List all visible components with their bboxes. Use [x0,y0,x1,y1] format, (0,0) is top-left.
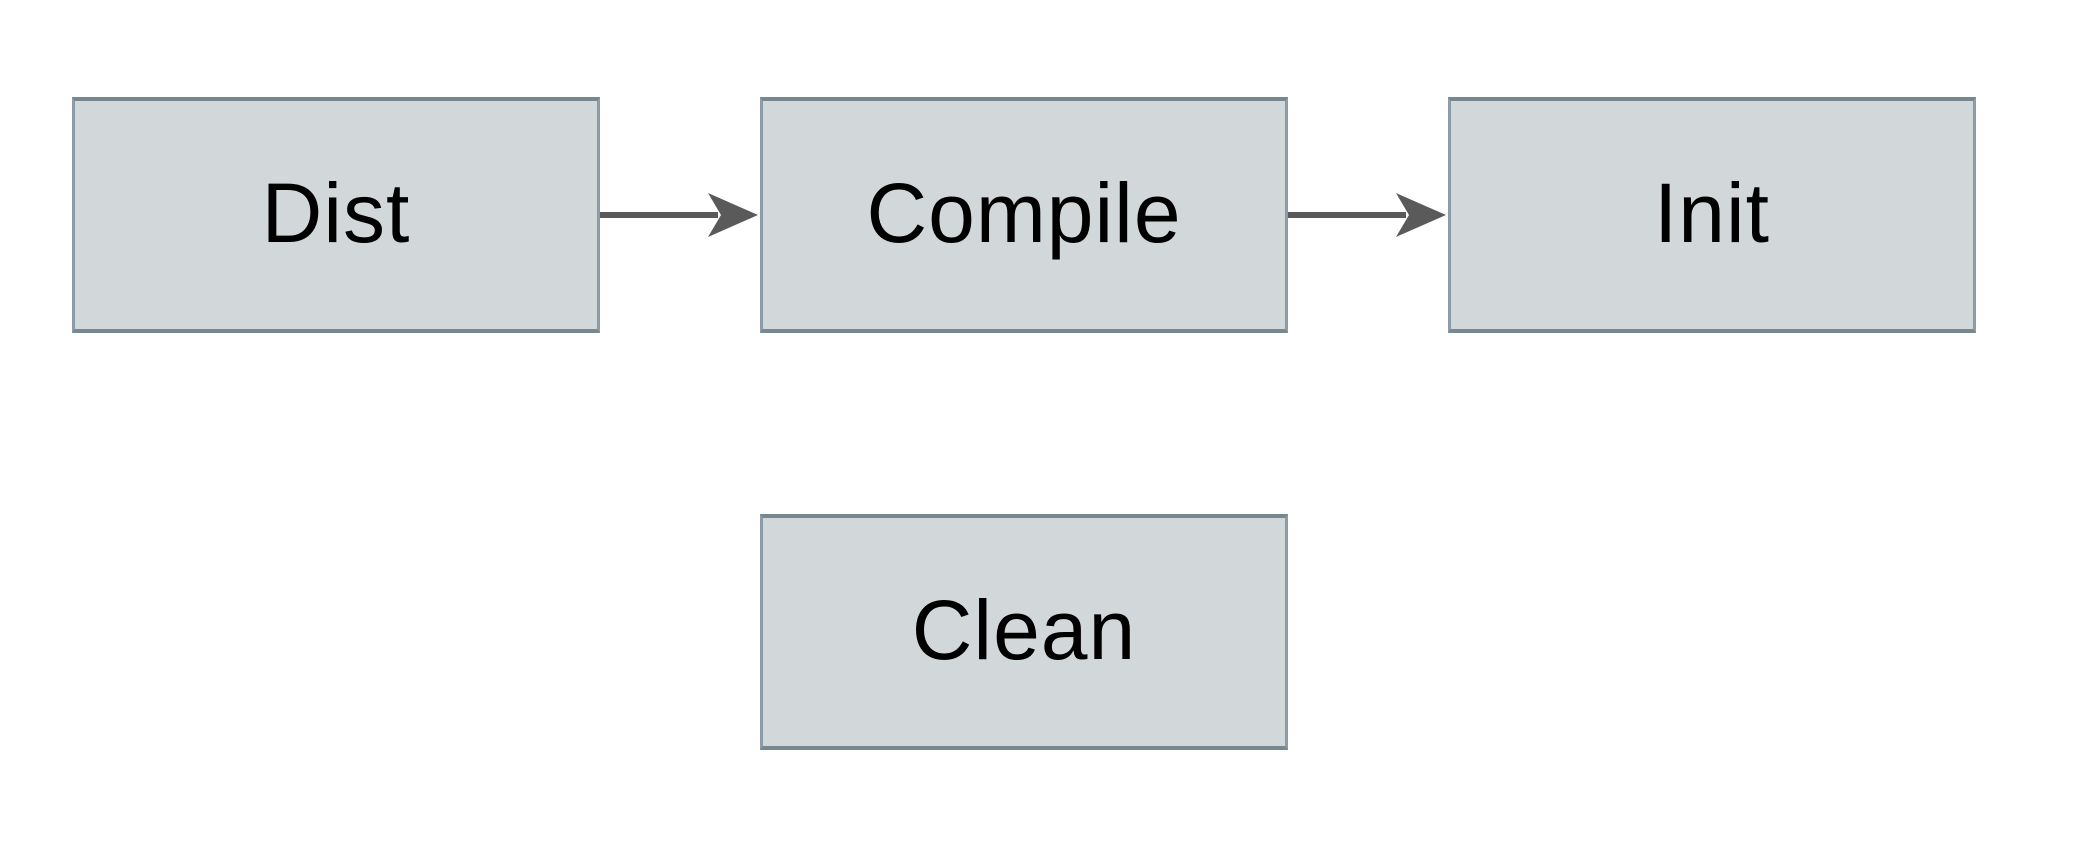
arrow-compile-to-init [1288,193,1446,237]
arrow-head-icon [708,193,758,237]
node-label-dist: Dist [261,166,411,260]
node-label-init: Init [1653,166,1771,260]
flowchart-node-dist: Dist [72,97,600,333]
node-label-clean: Clean [911,583,1137,677]
flowchart-node-compile: Compile [760,97,1288,333]
flowchart-node-clean: Clean [760,514,1288,750]
arrow-dist-to-compile [600,193,758,237]
arrow-head-icon [1396,193,1446,237]
node-label-compile: Compile [866,166,1182,260]
flowchart-node-init: Init [1448,97,1976,333]
